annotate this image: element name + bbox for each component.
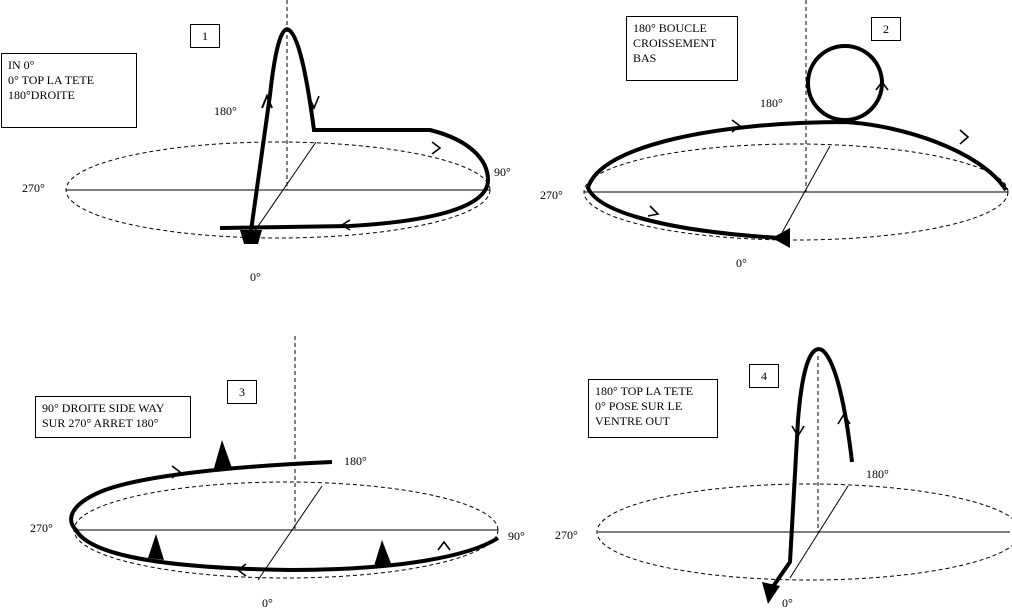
panel-3-marker-1 bbox=[214, 440, 232, 468]
panel-3-arrow-2 bbox=[236, 563, 247, 577]
panel-1-label-90: 90° bbox=[494, 165, 511, 179]
panel-2-note: 180° BOUCLE CROISSEMENT BAS bbox=[626, 16, 738, 81]
panel-1-note: IN 0° 0° TOP LA TETE 180°DROITE bbox=[1, 53, 137, 128]
panel-4-label-0: 0° bbox=[782, 596, 793, 610]
panel-1-figure bbox=[65, 0, 491, 244]
panel-1-trajectory bbox=[219, 27, 491, 239]
panel-1-arrow-up bbox=[261, 93, 273, 109]
panel-2-arrow-2 bbox=[959, 129, 970, 145]
panel-3-arrow-3 bbox=[437, 540, 451, 551]
panel-2-depth-axis bbox=[777, 145, 831, 241]
panel-1-depth-axis bbox=[249, 141, 317, 239]
panel-2-arrow-4 bbox=[647, 205, 660, 217]
panel-3-arrow-1 bbox=[171, 465, 182, 479]
panel-3-label-0: 0° bbox=[262, 596, 273, 610]
panel-3-depth-axis bbox=[257, 485, 323, 581]
panel-2-figure bbox=[583, 0, 1009, 248]
panel-3-trajectory bbox=[69, 460, 500, 573]
panel-3-number: 3 bbox=[227, 380, 257, 404]
panel-4-number: 4 bbox=[749, 364, 779, 388]
panel-3-figure bbox=[69, 336, 500, 581]
panel-4-arrow-up bbox=[837, 412, 851, 425]
panel-4-figure bbox=[596, 347, 1012, 604]
panel-1-label-180: 180° bbox=[214, 104, 237, 118]
panel-3-label-90: 90° bbox=[508, 529, 525, 543]
panel-2-number: 2 bbox=[871, 17, 901, 41]
panel-3-label-180: 180° bbox=[344, 454, 367, 468]
panel-1-start-marker bbox=[240, 230, 262, 244]
panel-4-depth-axis bbox=[789, 485, 849, 579]
panel-2-trajectory bbox=[585, 119, 1008, 240]
panel-3-note: 90° DROITE SIDE WAY SUR 270° ARRET 180° bbox=[35, 396, 191, 438]
panel-2-end-marker bbox=[772, 228, 790, 248]
panel-1-arrow-left bbox=[340, 219, 351, 231]
panel-4-end-marker bbox=[762, 582, 780, 604]
panel-1-number: 1 bbox=[190, 24, 220, 48]
panel-2-loop bbox=[806, 44, 884, 122]
panel-1-label-0: 0° bbox=[250, 270, 261, 284]
panel-3-marker-2 bbox=[148, 534, 164, 560]
panel-2-label-180: 180° bbox=[760, 96, 783, 110]
panel-4-label-180: 180° bbox=[866, 467, 889, 481]
panel-1-arrow-right bbox=[431, 141, 442, 155]
panel-4-ellipse bbox=[596, 483, 1012, 581]
panel-3-marker-3 bbox=[374, 540, 392, 566]
panel-4-trajectory bbox=[770, 347, 854, 590]
panel-2-label-0: 0° bbox=[736, 256, 747, 270]
panel-4-note: 180° TOP LA TETE 0° POSE SUR LE VENTRE O… bbox=[588, 379, 718, 438]
panel-2-label-270: 270° bbox=[540, 188, 563, 202]
panel-1-label-270: 270° bbox=[22, 181, 45, 195]
panel-2-arrow-1 bbox=[731, 119, 742, 133]
panel-4-arrow-down bbox=[791, 425, 805, 438]
panel-3-label-270: 270° bbox=[30, 521, 53, 535]
panel-2-arrow-3 bbox=[875, 80, 889, 91]
panel-1-arrow-down bbox=[308, 95, 320, 111]
panel-4-label-270: 270° bbox=[555, 528, 578, 542]
